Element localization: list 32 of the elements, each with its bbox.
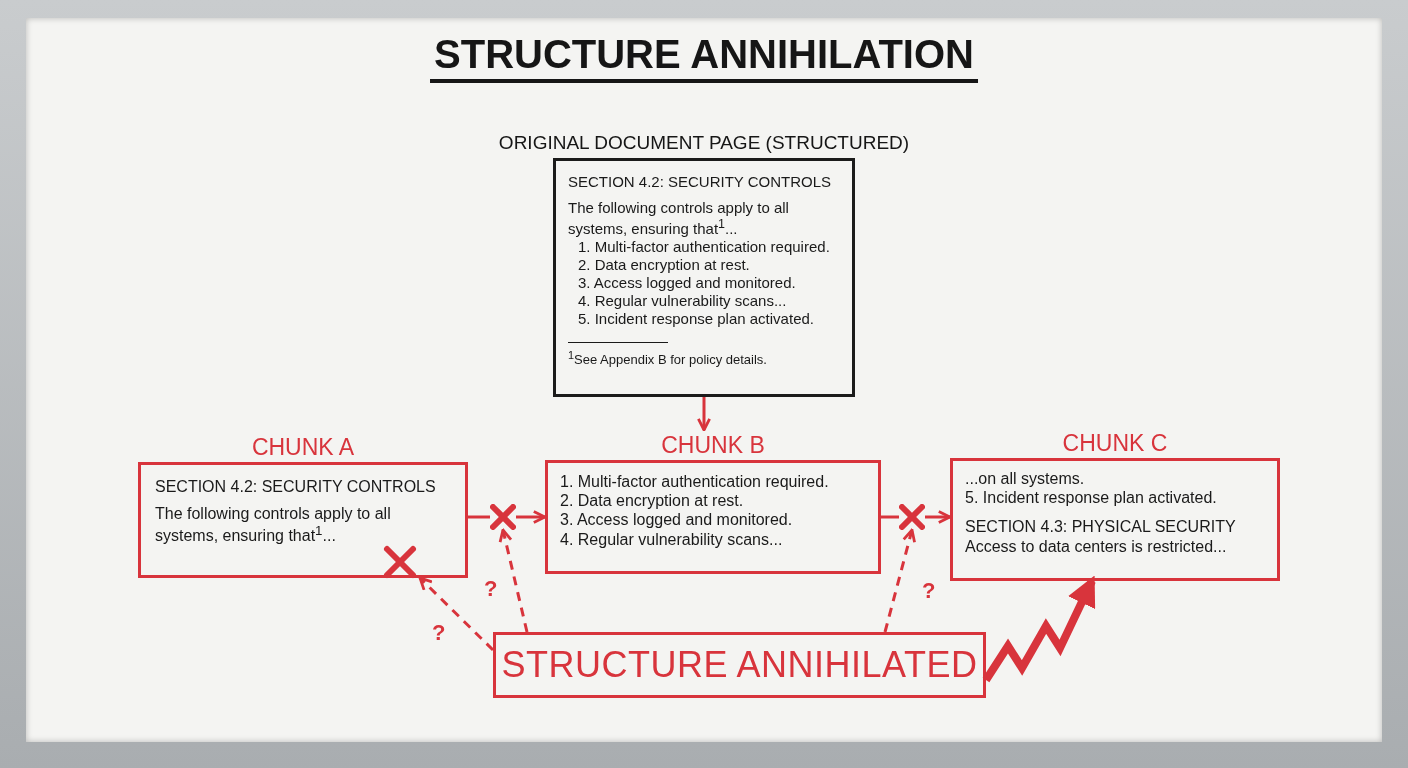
text-line: The following controls apply to all systems, ensuring that$^{1}$... (155, 504, 392, 546)
dashed-arrow (498, 528, 529, 633)
cross-mark-icon (490, 504, 516, 530)
banner-text: STRUCTURE ANNIHILATED (501, 644, 978, 686)
dashed-arrow (883, 528, 916, 633)
section-title: SECTION 4.2: SECURITY CONTROLS (568, 173, 833, 191)
text-line: Access to data centers is restricted... (965, 536, 1228, 556)
text-line: SECTION 4.3: PHYSICAL SECURITY (965, 517, 1237, 537)
arrow (697, 397, 711, 432)
text-line: The following controls apply to all systems, ensuring that$^{1}$... (568, 199, 790, 238)
list-item: 3. Access logged and monitored. (577, 274, 797, 292)
dashed-arrow (418, 576, 495, 652)
text-line: 5. Incident response plan activated. (965, 488, 1218, 508)
cross-mark-icon (899, 504, 925, 530)
document-heading: ORIGINAL DOCUMENT PAGE (STRUCTURED) (498, 131, 910, 155)
list-item: 5. Incident response plan activated. (577, 310, 815, 328)
text-line: 3. Access logged and monitored. (560, 510, 794, 530)
chunk-heading: CHUNK B (661, 431, 765, 460)
text-line: 1. Multi-factor authentication required. (560, 472, 830, 492)
text-line: 4. Regular vulnerability scans... (560, 529, 784, 549)
chunk-heading: CHUNK A (251, 433, 355, 462)
arrow (925, 510, 952, 524)
list-item: 2. Data encryption at rest. (577, 256, 751, 274)
footnote: $^{1}$See Appendix B for policy details. (568, 349, 768, 368)
section-title: SECTION 4.2: SECURITY CONTROLS (155, 477, 437, 497)
chunk-heading: CHUNK C (1062, 429, 1168, 458)
title: STRUCTURE ANNIHILATION (430, 32, 978, 83)
arrow (516, 510, 547, 524)
list-item: 4. Regular vulnerability scans... (577, 292, 788, 310)
text-line: ...on all systems. (965, 469, 1086, 489)
text-line: 2. Data encryption at rest. (560, 491, 745, 511)
list-item: 1. Multi-factor authentication required. (577, 238, 831, 256)
